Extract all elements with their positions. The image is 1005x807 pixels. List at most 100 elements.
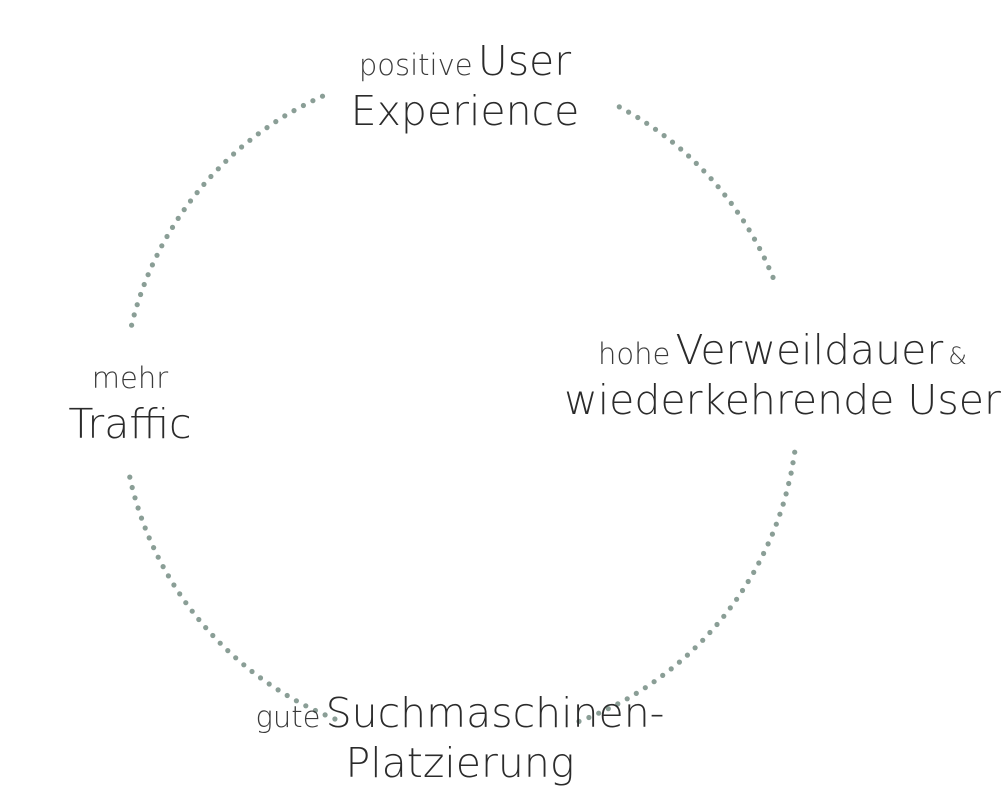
ring-dot [722,192,728,198]
ring-dot [761,255,768,261]
ring-dot [644,120,650,126]
node-suchmaschinen-platzierung: gute Suchmaschinen- Platzierung [230,688,690,788]
node-title: wiederkehrende User [564,376,1001,425]
ring-dot [275,687,281,693]
ring-dot [129,484,135,491]
ring-dot [332,716,338,722]
ring-dot [187,198,194,204]
ring-dot [310,98,316,104]
ring-dot [189,608,195,614]
ring-dot [714,621,720,628]
ring-dot [169,224,176,230]
ring-dot [780,501,786,507]
ring-dot [783,491,789,497]
ring-dot [282,113,288,119]
ring-dot [255,131,261,137]
ring-dot [291,108,297,114]
ring-dot [129,322,135,328]
ring-dot [792,449,798,455]
node-connector: & [948,342,967,370]
ring-dot [605,706,611,712]
ring-dot [661,133,667,139]
node-title: Verweildauer [675,326,944,374]
ring-dot [134,302,140,308]
ring-dot [142,525,148,531]
ring-dot [155,554,161,560]
ring-dot [141,281,147,288]
node-title: Experience [350,87,580,136]
ring-dot [249,668,255,675]
ring-dot [223,158,229,164]
node-qualifier: mehr [91,361,169,395]
ring-dot [615,701,621,707]
ring-dot [181,207,187,213]
ring-dot [684,652,691,658]
ring-dot [135,505,141,511]
ring-dot [273,119,279,125]
node-positive-user-experience: positive User Experience [300,36,630,136]
ring-dot [576,718,582,725]
node-title: User [477,37,572,85]
ring-dot [790,460,796,466]
ring-dot [175,215,181,221]
ring-dot [177,591,183,597]
ring-dot [633,690,639,697]
ring-dot [183,600,189,606]
arc-left-to-top [129,93,326,328]
arc-top-to-right [616,104,776,280]
ring-dot [765,541,771,547]
ring-dot [773,521,779,527]
ring-dot [669,139,676,145]
ring-dot [740,218,747,224]
ring-dot [293,698,299,704]
arc-bottom-to-left [127,474,338,722]
ring-dot [159,243,165,249]
node-qualifier: hohe [598,337,671,371]
ring-dot [596,710,602,716]
ring-dot [652,126,659,132]
ring-dot [692,645,698,651]
ring-dot [751,236,758,242]
ring-dot [786,480,792,487]
ring-dot [756,560,762,566]
ring-dot [138,515,145,521]
ring-dot [727,605,733,611]
node-qualifier: positive [358,48,473,82]
ring-dot [651,679,657,685]
ring-dot [231,151,237,157]
ring-dot [624,696,630,702]
ring-dot [160,564,166,570]
ring-dot [769,531,776,537]
ring-dot [201,181,207,187]
ring-dot [149,262,155,268]
ring-dot [766,265,772,271]
ring-dot [164,233,170,240]
ring-dot [626,109,632,115]
ring-dot [746,227,752,233]
ring-dot [239,144,245,150]
ring-dot [284,692,290,699]
ring-dot [751,569,757,576]
ring-dot [303,703,309,709]
arc-right-to-bottom [576,449,798,725]
ring-dot [777,511,783,517]
ring-dot [693,160,699,166]
ring-dot [686,153,692,159]
ring-dot [165,573,171,579]
ring-dot [757,245,763,252]
ring-dot [154,252,160,258]
ring-dot [745,578,751,585]
ring-dot [761,550,767,557]
ring-dot [300,102,306,109]
ring-dot [708,176,714,182]
ring-dot [217,640,223,646]
ring-dot [241,662,247,668]
ring-dot [770,274,776,280]
ring-dot [127,474,133,480]
ring-dot [138,291,144,298]
ring-dot [171,582,177,588]
ring-dot [319,93,326,99]
ring-dot [194,190,200,196]
ring-dot [707,629,713,636]
